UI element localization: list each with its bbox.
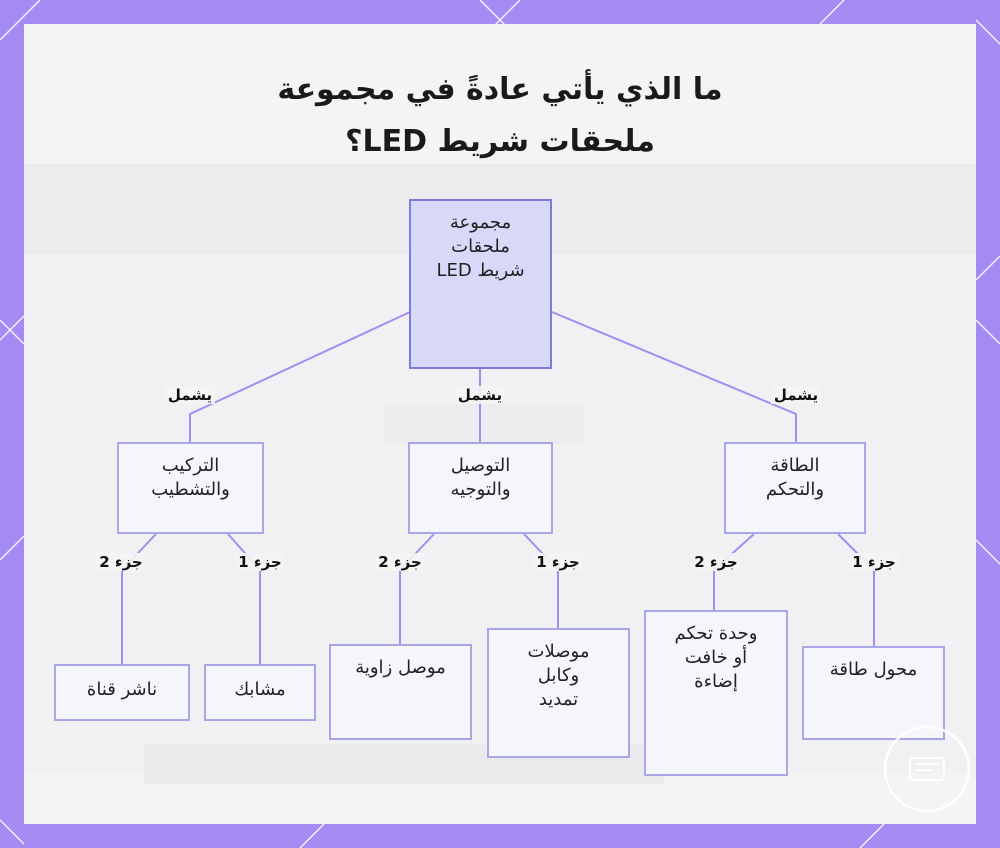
node-connectors-cables-label: موصلات وكابل تمديد <box>527 641 590 710</box>
watermark-badge-icon <box>883 725 971 813</box>
node-corner-connector: موصل زاوية <box>329 644 472 740</box>
node-root: مجموعة ملحقات شريط LED <box>409 199 552 369</box>
node-root-label: مجموعة ملحقات شريط LED <box>436 212 525 281</box>
edge-label-includes: يشمل <box>454 386 506 404</box>
node-wiring-label: التوصيل والتوجيه <box>450 455 511 500</box>
edge-power-adapter <box>837 533 875 646</box>
edge-power-controller <box>713 533 755 610</box>
node-controller-dimmer-label: وحدة تحكم أو خافت إضاءة <box>674 623 758 692</box>
edge-label-part-2: جزء 2 <box>96 553 146 571</box>
edge-label-part-2: جزء 2 <box>375 553 425 571</box>
edge-wiring-corner <box>399 533 435 644</box>
node-mounting-finishing: التركيب والتشطيب <box>117 442 264 534</box>
edge-label-part-1: جزء 1 <box>849 553 899 571</box>
node-channel-diffuser: ناشر قناة <box>54 664 190 721</box>
node-power-control: الطاقة والتحكم <box>724 442 866 534</box>
node-channel-diffuser-label: ناشر قناة <box>86 679 158 700</box>
edge-label-part-1: جزء 1 <box>533 553 583 571</box>
title-line-1: ما الذي يأتي عادةً في مجموعة <box>277 72 723 107</box>
node-clips: مشابك <box>204 664 316 721</box>
edge-wiring-connectors <box>523 533 559 628</box>
node-corner-connector-label: موصل زاوية <box>355 657 446 678</box>
edge-label-part-2: جزء 2 <box>691 553 741 571</box>
node-controller-dimmer: وحدة تحكم أو خافت إضاءة <box>644 610 788 776</box>
diagram-title: ما الذي يأتي عادةً في مجموعة ملحقات شريط… <box>24 64 976 168</box>
node-power-adapter-label: محول طاقة <box>829 659 918 680</box>
node-clips-label: مشابك <box>234 679 286 700</box>
node-mounting-label: التركيب والتشطيب <box>151 455 230 500</box>
node-power-adapter: محول طاقة <box>802 646 945 740</box>
edge-root-mounting <box>189 311 411 442</box>
diagram-panel: ما الذي يأتي عادةً في مجموعة ملحقات شريط… <box>24 24 976 824</box>
title-line-2: ملحقات شريط LED؟ <box>345 124 655 159</box>
edge-label-includes: يشمل <box>770 386 822 404</box>
node-wiring-routing: التوصيل والتوجيه <box>408 442 553 534</box>
edge-root-power <box>551 311 797 442</box>
node-connectors-cables: موصلات وكابل تمديد <box>487 628 630 758</box>
node-power-label: الطاقة والتحكم <box>765 455 825 500</box>
edge-label-includes: يشمل <box>164 386 216 404</box>
edge-label-part-1: جزء 1 <box>235 553 285 571</box>
